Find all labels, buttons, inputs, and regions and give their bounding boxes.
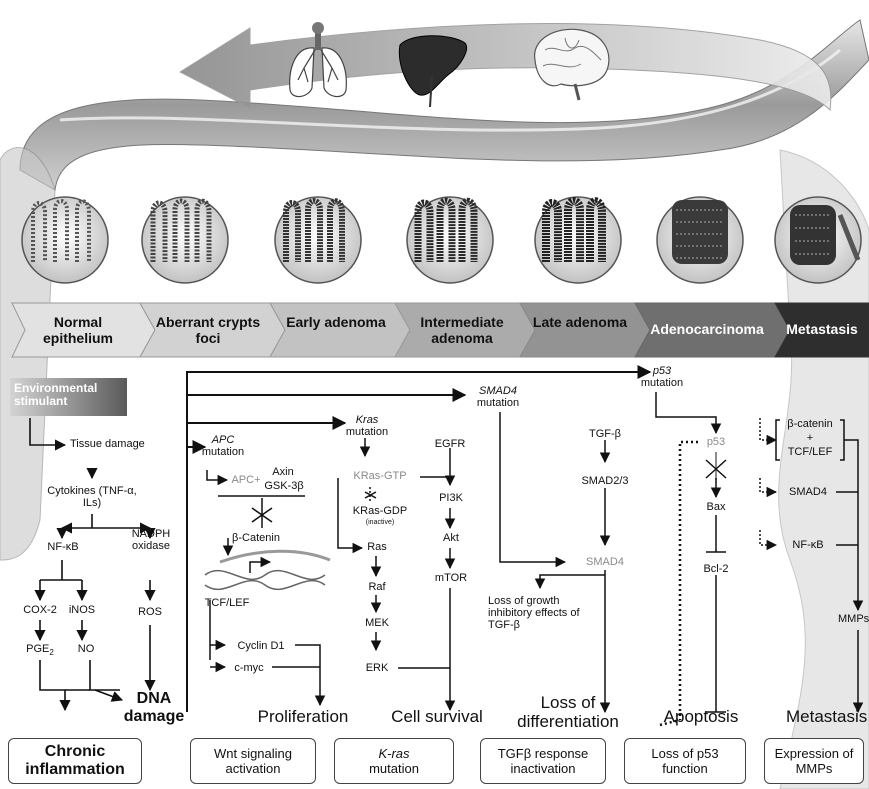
node-kras-inactive: (inactive) [352, 517, 408, 529]
stage-adenocarcinoma: Adenocarcinoma [642, 321, 772, 337]
crypt-metastasis [775, 197, 861, 283]
crypt-intermediate-adenoma [407, 197, 493, 283]
node-erk: ERK [360, 662, 394, 674]
node-nadph-oxidase: NADPH oxidase [126, 528, 176, 552]
node-beta-catenin-right: β-catenin [780, 418, 840, 430]
node-inos: iNOS [62, 604, 102, 616]
node-mtor: mTOR [430, 572, 472, 584]
node-gsk-3b: GSK-3β [258, 480, 310, 492]
node-ras: Ras [362, 541, 392, 553]
node-c-myc: c-myc [226, 662, 272, 674]
environmental-stimulant-box: Environmental stimulant [10, 378, 127, 416]
node-pge2: PGE2 [22, 643, 58, 659]
node-cytokines: Cytokines (TNF-α, ILs) [42, 485, 142, 509]
box-loss-of-p53-function: Loss of p53 function [624, 738, 746, 784]
node-dna-damage: DNA damage [122, 690, 186, 726]
crypt-normal [22, 197, 108, 283]
node-smad4-right: SMAD4 [780, 486, 836, 498]
outcome-proliferation: Proliferation [248, 707, 358, 726]
node-nf-kb-right: NF-κB [780, 539, 836, 551]
node-pi3k: PI3K [434, 492, 468, 504]
node-egfr: EGFR [430, 438, 470, 450]
outcome-loss-of-differentiation: Loss of differentiation [512, 693, 624, 731]
liver-icon [399, 36, 466, 107]
node-raf: Raf [362, 581, 392, 593]
node-tgf-b: TGF-β [585, 428, 625, 440]
node-ros: ROS [134, 606, 166, 618]
node-no: NO [72, 643, 100, 655]
crypt-early-adenoma [275, 197, 361, 283]
node-tcf-lef-right: TCF/LEF [780, 446, 840, 458]
stage-intermediate-adenoma: Intermediate adenoma [402, 314, 522, 346]
node-loss-growth-inhibitory: Loss of growth inhibitory effects of TGF… [488, 595, 584, 631]
stage-normal-epithelium: Normal epithelium [18, 314, 138, 346]
stage-aberrant-crypts-foci: Aberrant crypts foci [148, 314, 268, 346]
box-wnt-signaling-activation: Wnt signaling activation [190, 738, 316, 784]
crypt-adenocarcinoma [657, 197, 743, 283]
dna-helix [205, 551, 330, 589]
stage-late-adenoma: Late adenoma [520, 314, 640, 330]
crypt-acf [142, 197, 228, 283]
stage-metastasis: Metastasis [775, 321, 869, 337]
node-axin: Axin [260, 466, 306, 478]
node-tissue-damage: Tissue damage [70, 438, 120, 450]
box-tgfb-response-inactivation: TGFβ response inactivation [480, 738, 606, 784]
node-tcf-lef: TCF/LEF [202, 597, 252, 609]
metastasis-arrow [180, 24, 831, 110]
node-nf-kb-left: NF-κB [40, 541, 86, 553]
crypt-late-adenoma [535, 197, 621, 283]
node-bcl-2: Bcl-2 [696, 563, 736, 575]
node-cyclin-d1: Cyclin D1 [226, 640, 296, 652]
node-akt: Akt [436, 532, 466, 544]
node-cox-2: COX-2 [18, 604, 62, 616]
node-smad2-3: SMAD2/3 [574, 475, 636, 487]
node-kras-gtp: KRas-GTP [340, 470, 420, 482]
node-bax: Bax [700, 501, 732, 513]
outcome-apoptosis: Apoptosis [656, 707, 746, 726]
node-mmps: MMPs [838, 613, 869, 625]
node-plus: + [800, 432, 820, 444]
box-chronic-inflammation: Chronic inflammation [8, 738, 142, 784]
colon-illustration [0, 20, 869, 789]
stage-early-adenoma: Early adenoma [276, 314, 396, 330]
node-beta-catenin: β-Catenin [226, 532, 286, 544]
node-p53: p53 [700, 436, 732, 448]
outcome-metastasis: Metastasis [786, 707, 869, 726]
box-expression-of-mmps: Expression of MMPs [764, 738, 864, 784]
outcome-cell-survival: Cell survival [382, 707, 492, 726]
brain-icon [535, 29, 609, 100]
inflammation-pathway-arrows [30, 418, 150, 710]
node-mek: MEK [360, 617, 394, 629]
node-smad4: SMAD4 [576, 556, 634, 568]
node-kras-gdp: KRas-GDP [340, 505, 420, 517]
